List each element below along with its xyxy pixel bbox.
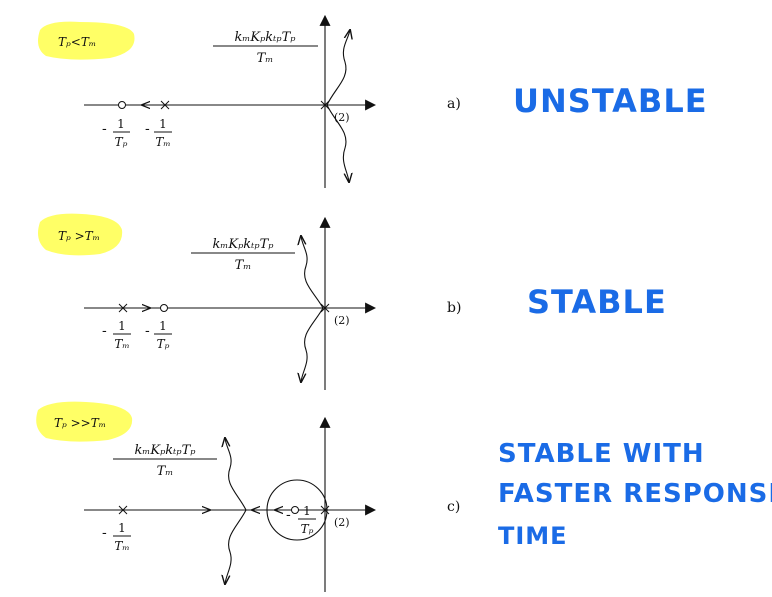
gain-fraction-b: kₘKₚkₜₚTₚ Tₘ <box>191 237 295 273</box>
panel-a: Tₚ<Tₘ kₘKₚkₜₚTₚ Tₘ - 1 Tₚ - 1 Tₘ ( <box>38 14 708 188</box>
locus-branch-upper-b <box>301 236 324 309</box>
left-numer-c: 1 <box>118 521 126 535</box>
left-denom-a: Tₚ <box>115 135 128 149</box>
panel-letter-a: a) <box>447 96 461 112</box>
right-minus-a: - <box>145 121 150 137</box>
origin-pole-marker-b <box>320 303 330 313</box>
verdict-c-line-2: FASTER RESPONSE <box>498 479 772 509</box>
right-minus-c: - <box>286 507 291 523</box>
origin-pole-marker-a <box>320 100 330 110</box>
verdict-c-line-1: STABLE WITH <box>498 439 705 469</box>
pole-marker-c <box>118 505 128 515</box>
locus-branch-lower-a <box>326 104 349 182</box>
left-denom-b: Tₘ <box>114 337 129 351</box>
locus-branch-lower-b <box>301 307 324 382</box>
pole-marker-b <box>118 303 128 313</box>
locus-branch-upper-c <box>225 438 247 511</box>
gain-fraction-c: kₘKₚkₜₚTₚ Tₘ <box>113 443 217 479</box>
left-denom-c: Tₘ <box>114 539 129 553</box>
multiplicity-a: (2) <box>334 111 350 124</box>
gain-numerator-b: kₘKₚkₜₚTₚ <box>213 237 274 252</box>
pole-marker-a <box>160 100 170 110</box>
condition-label-a: Tₚ<Tₘ <box>58 35 96 49</box>
panel-c: Tₚ >>Tₘ kₘKₚkₜₚTₚ Tₘ - 1 Tₘ - 1 Tₚ <box>36 401 772 592</box>
gain-denominator-a: Tₘ <box>257 51 274 66</box>
locus-branch-lower-c <box>225 509 247 584</box>
right-numer-c: 1 <box>303 504 311 518</box>
right-numer-a: 1 <box>159 117 167 131</box>
zero-marker-a <box>118 101 126 109</box>
multiplicity-c: (2) <box>334 516 350 529</box>
right-minus-b: - <box>145 323 150 339</box>
right-denom-b: Tₚ <box>157 337 170 351</box>
multiplicity-b: (2) <box>334 314 350 327</box>
condition-highlight-a: Tₚ<Tₘ <box>38 21 135 60</box>
gain-numerator-c: kₘKₚkₜₚTₚ <box>135 443 196 458</box>
zero-marker-b <box>160 304 168 312</box>
panel-letter-c: c) <box>447 499 460 515</box>
zero-marker-c <box>291 506 299 514</box>
gain-denominator-b: Tₘ <box>235 258 252 273</box>
gain-denominator-c: Tₘ <box>157 464 174 479</box>
left-minus-a: - <box>102 121 107 137</box>
condition-label-b: Tₚ >Tₘ <box>58 229 100 243</box>
condition-highlight-b: Tₚ >Tₘ <box>38 213 123 256</box>
right-denom-a: Tₘ <box>155 135 170 149</box>
left-minus-c: - <box>102 525 107 541</box>
locus-branch-upper-a <box>326 30 350 106</box>
left-numer-b: 1 <box>118 319 126 333</box>
verdict-c-line-3: TIME <box>498 522 568 550</box>
condition-highlight-c: Tₚ >>Tₘ <box>36 401 133 442</box>
verdict-b-line-1: STABLE <box>527 283 667 321</box>
verdict-a-line-1: UNSTABLE <box>513 82 708 120</box>
panel-b: Tₚ >Tₘ kₘKₚkₜₚTₚ Tₘ - 1 Tₘ - 1 Tₚ (2) b)… <box>38 213 667 390</box>
right-numer-b: 1 <box>159 319 167 333</box>
gain-fraction-a: kₘKₚkₜₚTₚ Tₘ <box>213 30 318 66</box>
left-numer-a: 1 <box>117 117 125 131</box>
condition-label-c: Tₚ >>Tₘ <box>54 416 106 430</box>
panel-letter-b: b) <box>447 300 461 316</box>
left-minus-b: - <box>102 323 107 339</box>
gain-numerator-a: kₘKₚkₜₚTₚ <box>235 30 296 45</box>
origin-pole-marker-c <box>320 505 330 515</box>
right-denom-c: Tₚ <box>301 522 314 536</box>
